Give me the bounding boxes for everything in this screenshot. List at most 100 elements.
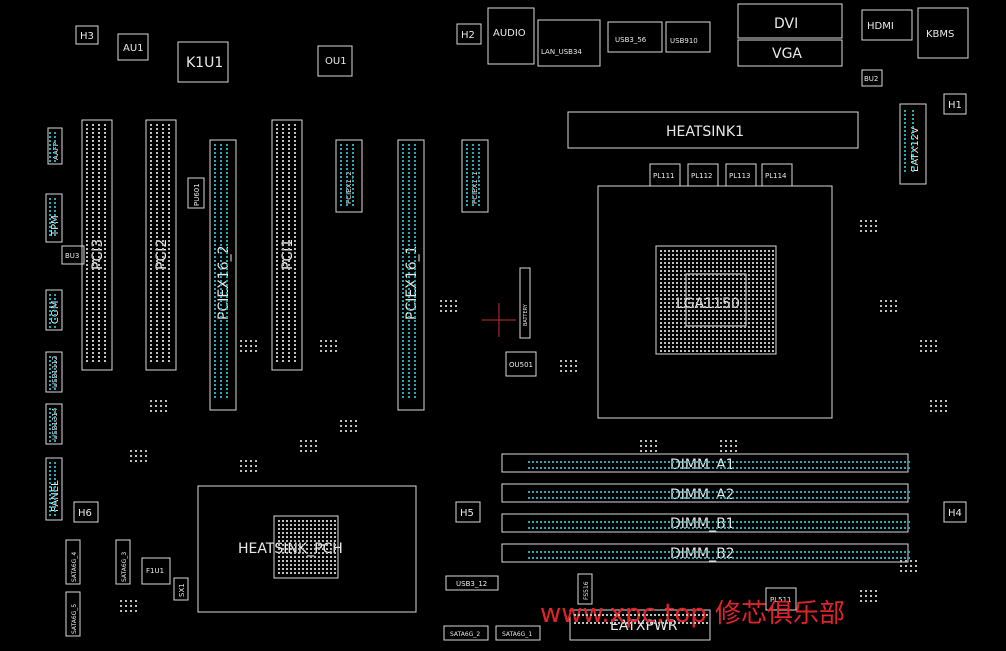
inductor-pl111[interactable]: PL111 xyxy=(649,163,681,187)
connector-vga[interactable]: VGA xyxy=(737,39,843,67)
svg-text:SX1: SX1 xyxy=(178,583,186,597)
svg-text:USB3_12: USB3_12 xyxy=(456,580,487,588)
sata6g-3[interactable]: SATA6G_3 xyxy=(115,539,131,585)
connector-eatx12v[interactable]: EATX12V xyxy=(899,103,927,185)
svg-text:DVI: DVI xyxy=(774,16,798,32)
svg-text:PCI1: PCI1 xyxy=(280,239,296,270)
svg-text:USB3_56: USB3_56 xyxy=(615,36,647,44)
inductor-pl113[interactable]: PL113 xyxy=(725,163,757,187)
watermark-text: www.xpc.top 修芯俱乐部 xyxy=(540,599,845,629)
connector-usb910[interactable]: USB910 xyxy=(665,21,711,53)
chip-bu3[interactable]: BU3 xyxy=(61,245,85,265)
svg-text:PL111: PL111 xyxy=(653,172,674,180)
connector-hdmi[interactable]: HDMI xyxy=(861,9,913,41)
chip-k1u1[interactable]: K1U1 xyxy=(177,41,229,83)
svg-text:BATTERY: BATTERY xyxy=(523,303,529,326)
mount-hole-h2[interactable]: H2 xyxy=(456,23,482,45)
svg-text:H5: H5 xyxy=(460,508,474,519)
header-com[interactable]: COM xyxy=(45,289,63,331)
svg-text:PL114: PL114 xyxy=(765,172,787,180)
sata6g-1[interactable]: SATA6G_1 xyxy=(495,625,541,641)
cpu-socket-lga1150[interactable]: LGA1150 xyxy=(597,185,833,419)
chip-fs516[interactable]: FS516 xyxy=(577,573,593,605)
svg-text:OU501: OU501 xyxy=(509,361,533,369)
svg-text:SATA6G_4: SATA6G_4 xyxy=(71,552,78,582)
svg-text:PL511: PL511 xyxy=(770,596,791,604)
svg-text:PL113: PL113 xyxy=(729,172,750,180)
inductor-pl114[interactable]: PL114 xyxy=(761,163,793,187)
svg-text:HEATSINK1: HEATSINK1 xyxy=(666,124,744,140)
svg-text:H4: H4 xyxy=(948,508,962,519)
svg-text:BU3: BU3 xyxy=(65,252,79,260)
svg-text:K1U1: K1U1 xyxy=(186,55,223,71)
svg-text:H6: H6 xyxy=(78,508,92,519)
svg-text:USB910: USB910 xyxy=(670,37,698,45)
svg-text:H3: H3 xyxy=(80,31,94,42)
slot-pci3[interactable]: PCI3 xyxy=(81,119,113,371)
sata6g-5[interactable]: SATA6G_5 xyxy=(65,591,81,637)
svg-text:COM: COM xyxy=(50,301,61,324)
svg-text:SATA6G_5: SATA6G_5 xyxy=(71,604,78,634)
header-aafp[interactable]: AAFP xyxy=(47,127,63,165)
battery[interactable]: BATTERY xyxy=(519,267,531,339)
inductor-pl511[interactable]: PL511 xyxy=(765,587,797,611)
svg-text:AUDIO: AUDIO xyxy=(493,28,526,39)
svg-text:OU1: OU1 xyxy=(325,56,347,67)
mount-hole-h3[interactable]: H3 xyxy=(75,25,99,45)
svg-text:H1: H1 xyxy=(948,100,962,111)
slot-pci2[interactable]: PCI2 xyxy=(145,119,177,371)
dimm-slot-a2[interactable]: DIMM_A2 xyxy=(501,483,909,503)
svg-text:USB1314: USB1314 xyxy=(51,407,59,440)
chip-ou501[interactable]: OU501 xyxy=(505,351,537,377)
svg-text:PCIEX16_2: PCIEX16_2 xyxy=(216,245,232,320)
svg-text:PCI2: PCI2 xyxy=(154,239,170,270)
svg-text:PU601: PU601 xyxy=(193,183,201,206)
chip-bu2[interactable]: BU2 xyxy=(861,69,883,87)
mount-hole-h4[interactable]: H4 xyxy=(943,501,967,523)
component-pads xyxy=(49,110,947,624)
connector-usb3-12[interactable]: USB3_12 xyxy=(445,575,499,591)
slot-pciex1-2[interactable]: PCIEX1_2 xyxy=(335,139,363,213)
chip-ou1[interactable]: OU1 xyxy=(317,45,353,77)
chip-au1[interactable]: AU1 xyxy=(117,33,149,61)
dimm-slot-a1[interactable]: DIMM_A1 xyxy=(501,453,909,473)
heatsink1[interactable]: HEATSINK1 xyxy=(567,111,859,149)
slot-pciex16-1[interactable]: PCIEX16_1 xyxy=(397,139,425,411)
sata6g-4[interactable]: SATA6G_4 xyxy=(65,539,81,585)
svg-text:HDMI: HDMI xyxy=(867,21,894,32)
svg-text:H2: H2 xyxy=(461,30,475,41)
svg-text:SATA6G_1: SATA6G_1 xyxy=(502,631,532,638)
connector-usb3-56[interactable]: USB3_56 xyxy=(607,21,663,53)
chip-sx1[interactable]: SX1 xyxy=(173,577,189,601)
connector-audio[interactable]: AUDIO xyxy=(487,7,535,65)
chip-pu601[interactable]: PU601 xyxy=(187,177,205,209)
connector-lan-usb34[interactable]: LAN_USB34 xyxy=(537,19,601,67)
svg-text:EATX12V: EATX12V xyxy=(910,127,921,172)
svg-text:DIMM_A1: DIMM_A1 xyxy=(670,457,735,473)
header-usb1112[interactable]: USB1112 xyxy=(45,351,63,393)
svg-text:KBMS: KBMS xyxy=(926,29,954,40)
svg-text:PCI3: PCI3 xyxy=(90,239,106,270)
slot-pciex16-2[interactable]: PCIEX16_2 xyxy=(209,139,237,411)
connector-kbms[interactable]: KBMS xyxy=(917,7,969,59)
chip-f1u1[interactable]: F1U1 xyxy=(141,557,171,585)
mount-hole-h1[interactable]: H1 xyxy=(943,93,967,115)
slot-pci1[interactable]: PCI1 xyxy=(271,119,303,371)
svg-text:USB1112: USB1112 xyxy=(51,356,59,388)
connector-dvi[interactable]: DVI xyxy=(737,3,843,39)
sata6g-2[interactable]: SATA6G_2 xyxy=(443,625,489,641)
mount-hole-h5[interactable]: H5 xyxy=(455,501,481,523)
svg-text:SATA6G_3: SATA6G_3 xyxy=(121,552,128,582)
slot-pciex1-1[interactable]: PCIEX1_1 xyxy=(461,139,489,213)
svg-text:DIMM_B2: DIMM_B2 xyxy=(670,546,735,562)
svg-text:DIMM_B1: DIMM_B1 xyxy=(670,516,735,532)
svg-text:AU1: AU1 xyxy=(123,43,144,54)
svg-text:DIMM_A2: DIMM_A2 xyxy=(670,487,735,503)
inductor-pl112[interactable]: PL112 xyxy=(687,163,719,187)
header-usb1314[interactable]: USB1314 xyxy=(45,403,63,445)
svg-text:BU2: BU2 xyxy=(864,75,878,83)
mount-hole-h6[interactable]: H6 xyxy=(73,501,99,523)
svg-text:VGA: VGA xyxy=(772,46,802,62)
svg-text:PL112: PL112 xyxy=(691,172,712,180)
